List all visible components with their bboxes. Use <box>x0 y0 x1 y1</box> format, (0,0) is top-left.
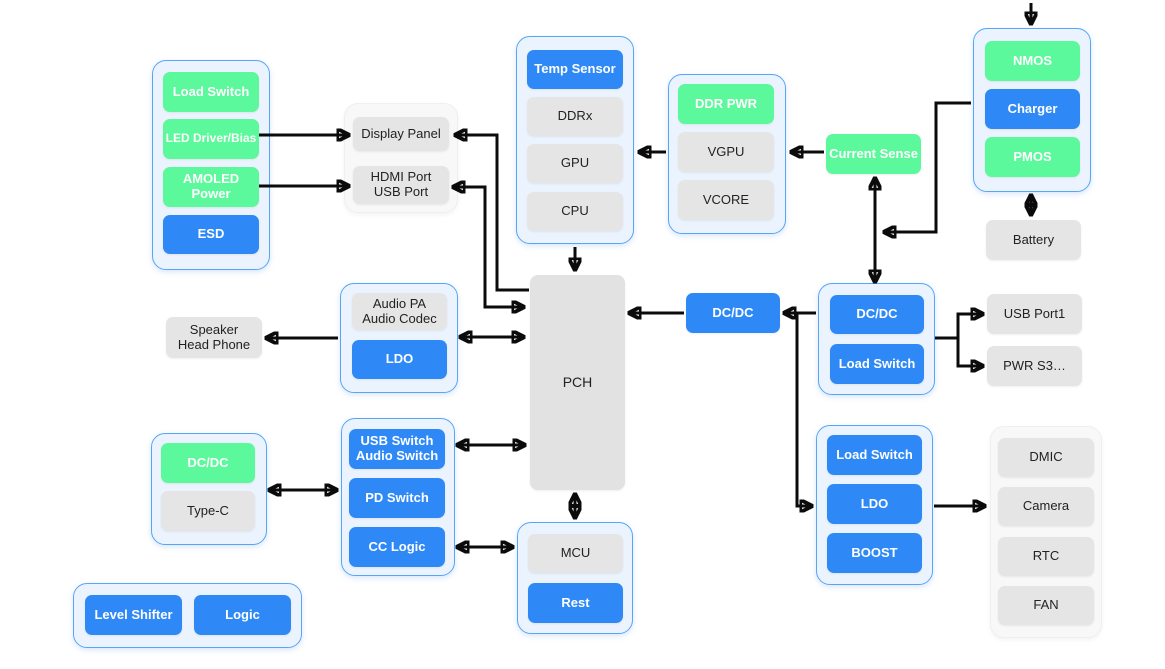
block-rest: Rest <box>528 583 623 623</box>
block-type-c: Type-C <box>161 491 255 531</box>
block-audio-pa-codec: Audio PA Audio Codec <box>352 293 447 330</box>
block-battery: Battery <box>986 220 1081 260</box>
block-ddr-pwr: DDR PWR <box>678 84 774 124</box>
block-vgpu: VGPU <box>678 132 774 172</box>
block-dcdc-right: DC/DC <box>830 295 924 334</box>
block-usb-port1: USB Port1 <box>987 294 1082 334</box>
block-charger: Charger <box>985 89 1080 129</box>
block-led-driver-bias: LED Driver/Bias <box>163 119 259 159</box>
block-vcore: VCORE <box>678 180 774 220</box>
block-nmos: NMOS <box>985 41 1080 81</box>
arrow-hdmi-pch <box>456 187 521 307</box>
block-gpu: GPU <box>527 144 623 183</box>
block-load-switch-br: Load Switch <box>827 435 922 475</box>
block-temp-sensor: Temp Sensor <box>527 50 623 89</box>
block-cc-logic: CC Logic <box>349 527 445 567</box>
block-esd: ESD <box>163 215 259 254</box>
block-pch: PCH <box>530 275 625 490</box>
block-boost: BOOST <box>827 533 922 573</box>
block-current-sense: Current Sense <box>826 134 921 174</box>
block-speaker-headphone: Speaker Head Phone <box>166 317 262 358</box>
block-pwr-s3: PWR S3… <box>987 346 1082 386</box>
block-dcdc-typec: DC/DC <box>161 443 255 483</box>
arrow-branch-to-ldogroup <box>795 313 809 506</box>
block-logic: Logic <box>194 595 291 635</box>
block-display-panel: Display Panel <box>353 117 449 151</box>
block-dcdc-mid: DC/DC <box>686 293 780 333</box>
block-load-switch-display: Load Switch <box>163 72 259 112</box>
block-mcu: MCU <box>528 534 623 573</box>
block-rtc: RTC <box>998 537 1094 576</box>
block-ldo-br: LDO <box>827 484 922 524</box>
block-hdmi-usb-port: HDMI Port USB Port <box>353 166 449 204</box>
block-load-switch-right: Load Switch <box>830 344 924 384</box>
block-fan: FAN <box>998 586 1094 625</box>
block-ldo-audio: LDO <box>352 340 447 379</box>
block-level-shifter: Level Shifter <box>85 595 182 635</box>
block-pmos: PMOS <box>985 137 1080 177</box>
arrow-dcdcgroup-to-pwrs3 <box>956 338 980 366</box>
block-cpu: CPU <box>527 192 623 231</box>
arrow-dcdcgroup-to-usbport1 <box>935 314 980 340</box>
block-camera: Camera <box>998 487 1094 526</box>
block-amoled-power: AMOLED Power <box>163 167 259 207</box>
block-dmic: DMIC <box>998 438 1094 477</box>
block-ddrx: DDRx <box>527 97 623 136</box>
block-pd-switch: PD Switch <box>349 478 445 518</box>
block-usb-audio-switch: USB Switch Audio Switch <box>349 429 445 469</box>
